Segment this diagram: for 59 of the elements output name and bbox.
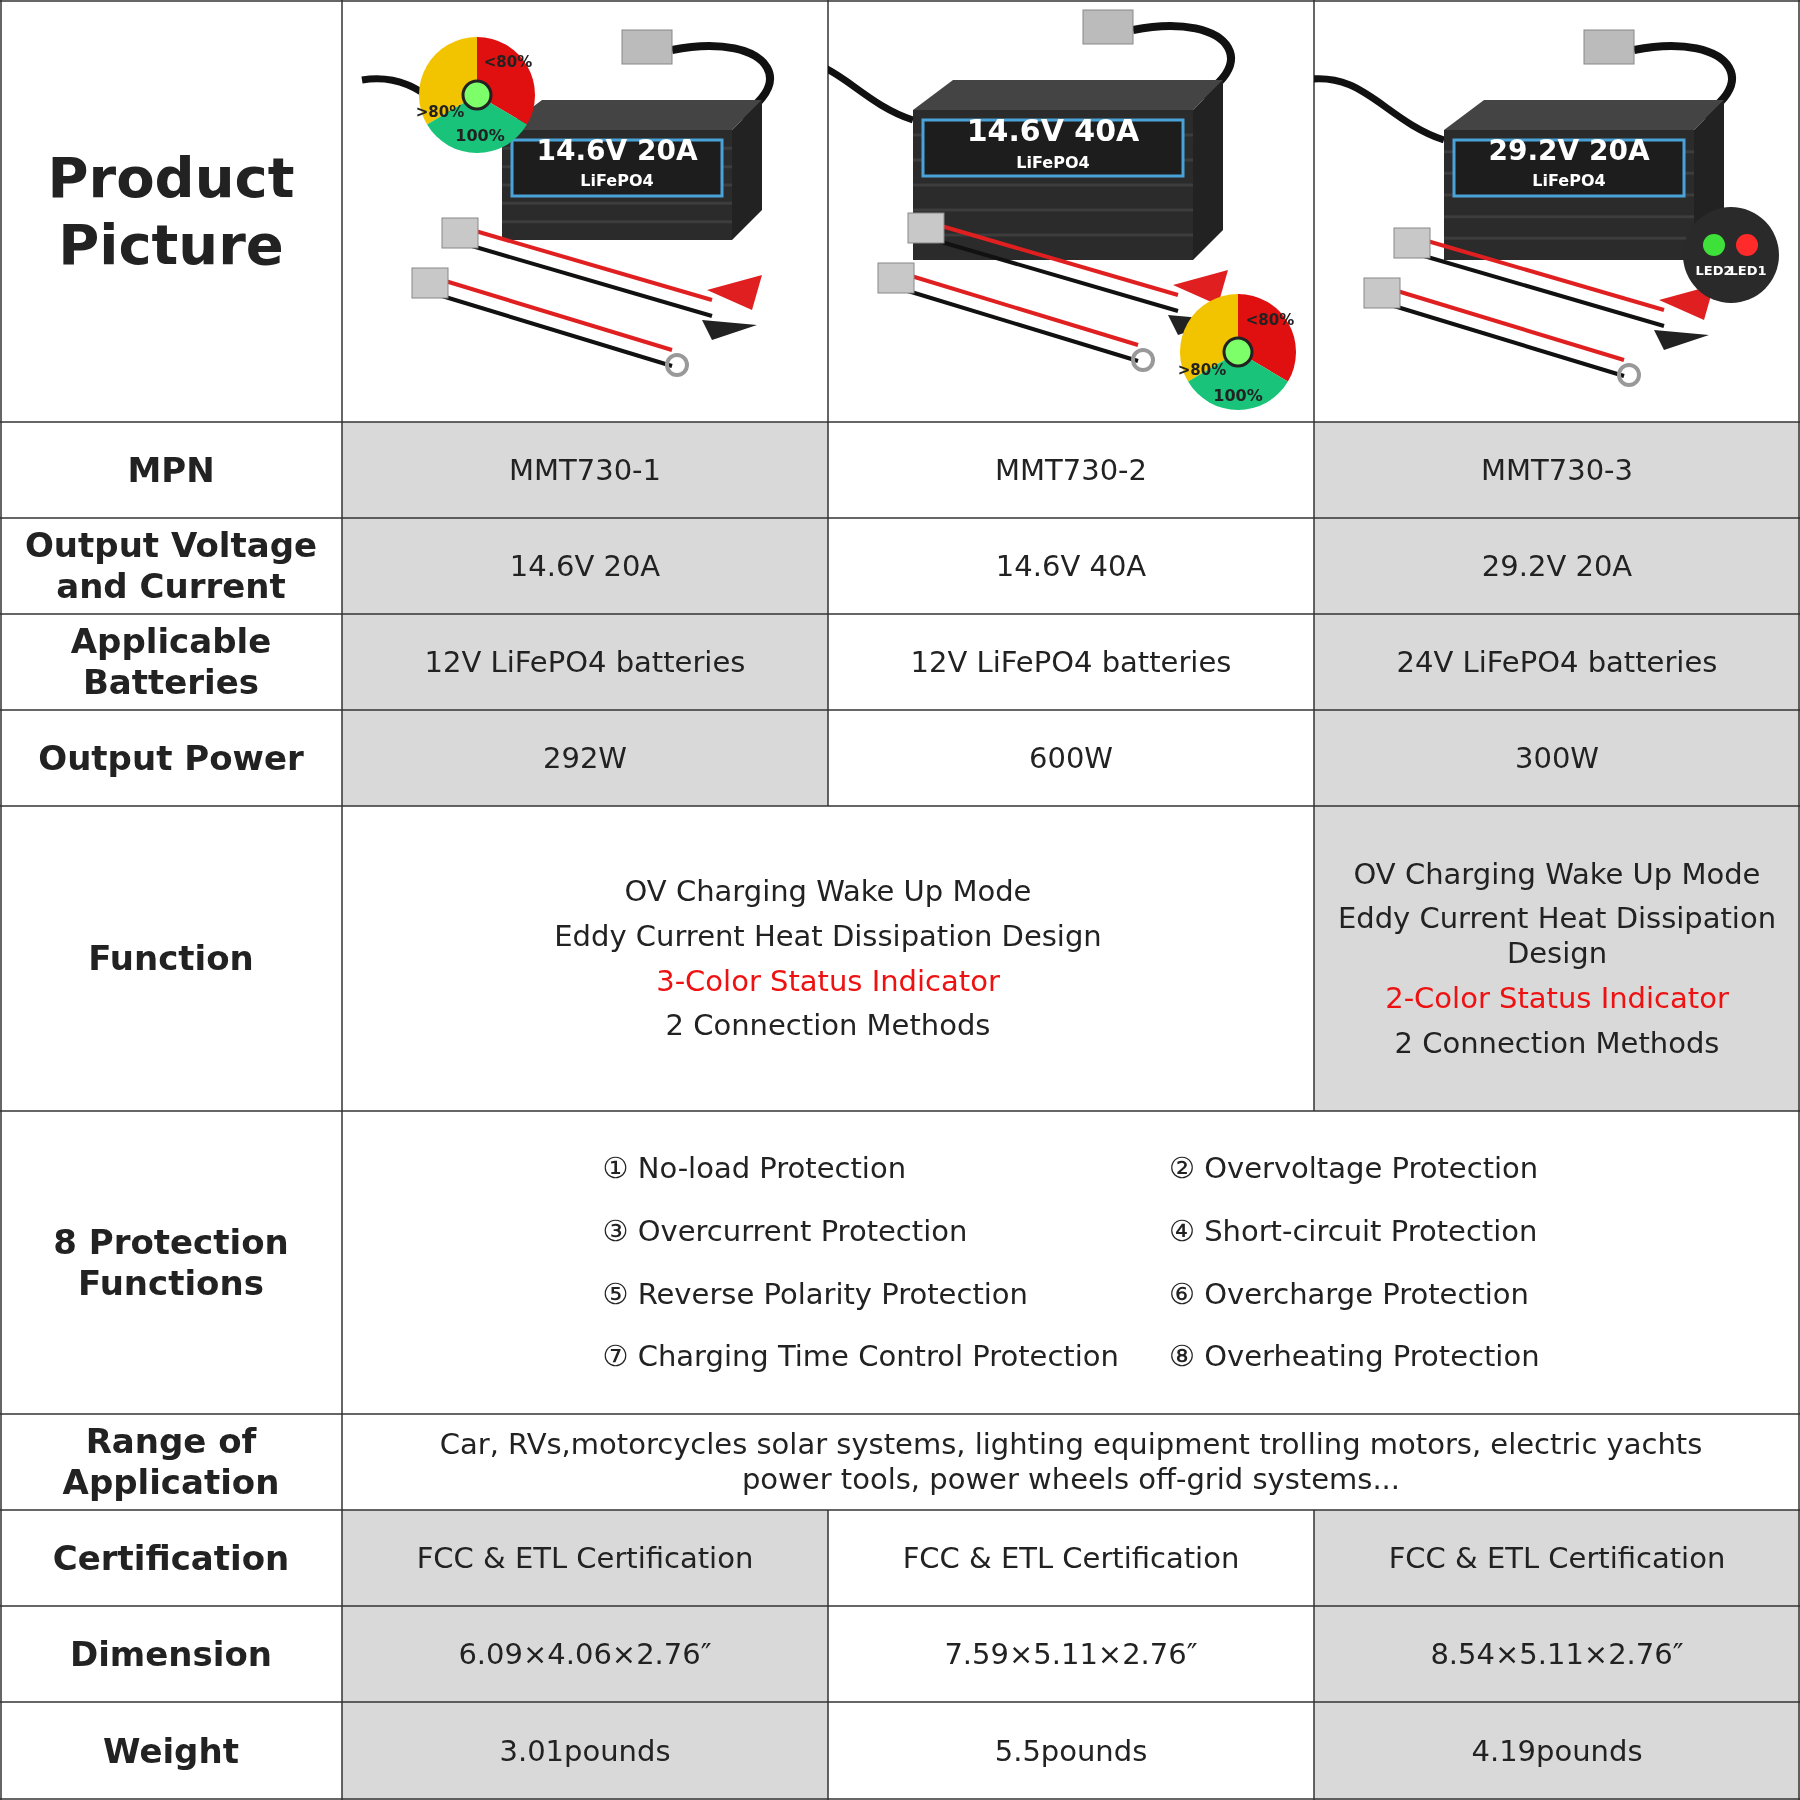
charger-label: LiFePO4 [1532,170,1606,190]
protection-item: ② Overvoltage Protection [1168,1150,1540,1186]
highlighted-feature: 3-Color Status Indicator [656,963,1000,999]
spec-value: 12V LiFePO4 batteries [424,644,746,680]
row-header: Range of Application [61,1421,281,1503]
spec-value: 300W [1515,740,1599,776]
indicator-label: 100% [455,125,505,145]
feature-text: 2 Connection Methods [1394,1025,1720,1061]
spec-value: MMT730-1 [509,452,661,488]
application-text: Car, RVs,motorcycles solar systems, lighting equipment trolling motors, electric yachts power tools, power wheels off-grid systems... [438,1427,1704,1497]
row-header: Dimension [70,1633,272,1675]
spec-value: 8.54×5.11×2.76″ [1430,1636,1684,1672]
row-header: Applicable Batteries [69,621,273,703]
protection-item: ⑤ Reverse Polarity Protection [602,1276,1029,1312]
row-header: Certification [52,1537,290,1579]
indicator-label: 100% [1213,385,1263,405]
protection-item: ① No-load Protection [602,1150,908,1186]
spec-value: 24V LiFePO4 batteries [1396,644,1718,680]
spec-value: 29.2V 20A [1481,548,1633,584]
spec-value: 14.6V 40A [995,548,1147,584]
spec-value: 12V LiFePO4 batteries [910,644,1232,680]
spec-value: 5.5pounds [994,1733,1148,1769]
row-header: Product Picture [46,143,296,279]
spec-value: 600W [1029,740,1113,776]
row-header: Function [88,938,254,979]
spec-value: FCC & ETL Certification [1388,1540,1726,1576]
row-header: 8 Protection Functions [52,1221,290,1304]
spec-value: MMT730-3 [1481,452,1633,488]
row-header: MPN [127,449,215,491]
highlighted-feature: 2-Color Status Indicator [1385,980,1729,1016]
feature-text: Eddy Current Heat Dissipation Design [1336,901,1778,971]
charger-rating: 14.6V 40A [966,112,1140,148]
charger-rating: 29.2V 20A [1488,133,1650,167]
indicator-label: >80% [1177,361,1227,379]
row-header: Output Voltage and Current [23,525,319,607]
spec-value: 3.01pounds [499,1733,671,1769]
spec-value: 7.59×5.11×2.76″ [944,1636,1198,1672]
charger-label: LiFePO4 [580,170,654,190]
protection-item: ④ Short-circuit Protection [1168,1213,1539,1249]
protection-item: ⑧ Overheating Protection [1168,1339,1540,1375]
feature-text: OV Charging Wake Up Mode [1353,856,1761,892]
spec-value: 14.6V 20A [509,548,661,584]
spec-value: 4.19pounds [1471,1733,1643,1769]
spec-value: FCC & ETL Certification [902,1540,1240,1576]
spec-value: FCC & ETL Certification [416,1540,754,1576]
feature-text: Eddy Current Heat Dissipation Design [554,918,1102,954]
spec-value: 292W [543,740,627,776]
protection-item: ③ Overcurrent Protection [602,1213,969,1249]
spec-value: 6.09×4.06×2.76″ [458,1636,712,1672]
feature-text: 2 Connection Methods [665,1008,991,1044]
protection-item: ⑥ Overcharge Protection [1168,1276,1530,1312]
charger-rating: 14.6V 20A [536,133,698,167]
feature-text: OV Charging Wake Up Mode [624,873,1032,909]
row-header: Output Power [38,737,304,779]
charger-label: LiFePO4 [1016,152,1090,172]
protection-item: ⑦ Charging Time Control Protection [602,1339,1119,1375]
led-label: LED1 [1729,262,1767,278]
row-header: Weight [103,1730,239,1772]
spec-value: MMT730-2 [995,452,1147,488]
